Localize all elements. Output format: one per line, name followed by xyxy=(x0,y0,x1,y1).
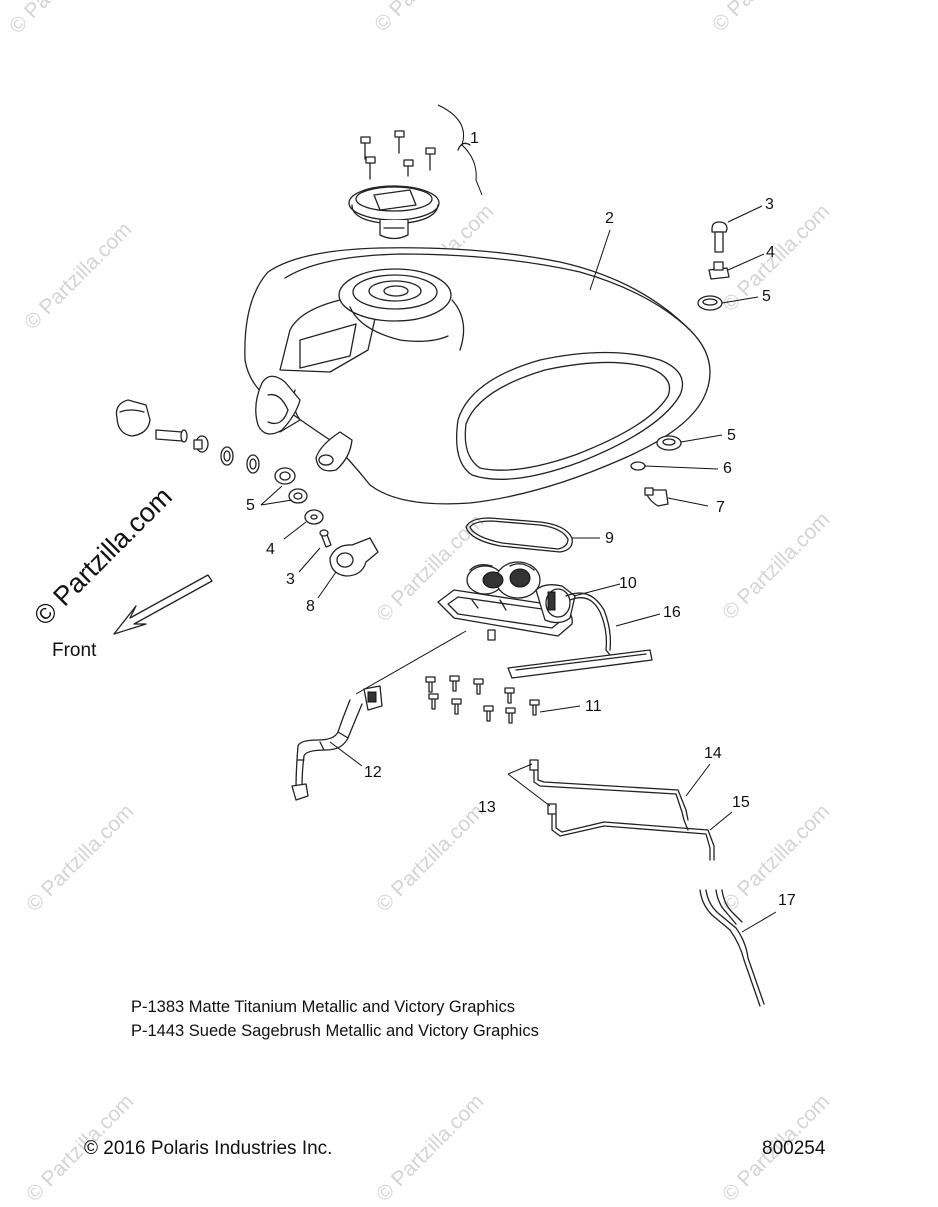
callout-11: 11 xyxy=(585,698,602,715)
fuel-tank xyxy=(244,247,711,505)
callout-2: 2 xyxy=(605,210,614,227)
front-arrow-icon xyxy=(113,574,213,635)
callout-10: 10 xyxy=(619,575,637,592)
callout-12: 12 xyxy=(364,764,382,781)
callout-14: 14 xyxy=(704,745,722,762)
cap-screw xyxy=(360,130,436,180)
right-mount-hardware xyxy=(630,434,723,507)
callout-6: 6 xyxy=(723,460,732,477)
callout-5: 5 xyxy=(762,288,771,305)
callout-3: 3 xyxy=(286,571,295,588)
callout-17: 17 xyxy=(778,892,796,909)
upper-right-hardware xyxy=(697,205,765,311)
callout-16: 16 xyxy=(663,604,681,621)
fuel-pump-assembly xyxy=(437,561,621,641)
callout-7: 7 xyxy=(716,499,725,516)
leader-line xyxy=(589,229,611,291)
fuel-level-sender xyxy=(507,592,661,679)
y-hose xyxy=(699,889,777,1007)
callout-1: 1 xyxy=(470,130,479,147)
fuel-cap-assembly xyxy=(348,104,483,240)
callout-13: 13 xyxy=(478,799,496,816)
diagram-code: 800254 xyxy=(762,1138,826,1159)
gasket xyxy=(465,517,600,553)
paint-note: P-1443 Suede Sagebrush Metallic and Vict… xyxy=(131,1022,539,1040)
grommet-washer-bolt-bracket xyxy=(260,467,379,599)
callout-3: 3 xyxy=(765,196,774,213)
callout-4: 4 xyxy=(766,244,775,261)
callout-5: 5 xyxy=(246,497,255,514)
pump-screws xyxy=(425,675,581,724)
callout-5: 5 xyxy=(727,427,736,444)
callout-9: 9 xyxy=(605,530,614,547)
callout-15: 15 xyxy=(732,794,750,811)
vent-tubes xyxy=(507,759,733,861)
copyright-text: © 2016 Polaris Industries Inc. xyxy=(84,1138,333,1159)
front-label: Front xyxy=(52,640,97,661)
callout-4: 4 xyxy=(266,541,275,558)
fuel-hose xyxy=(291,630,467,801)
paint-note: P-1383 Matte Titanium Metallic and Victo… xyxy=(131,998,515,1016)
side-mount-hardware xyxy=(115,399,260,474)
callout-8: 8 xyxy=(306,598,315,615)
